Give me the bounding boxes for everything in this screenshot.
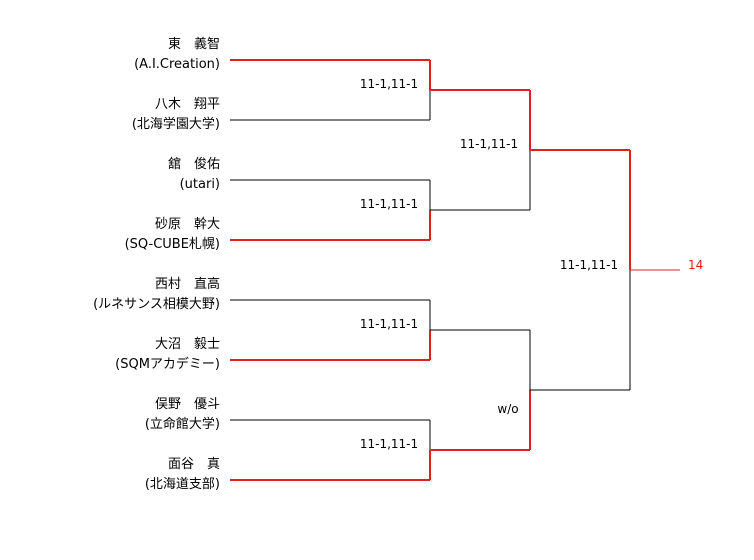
match-score: 11-1,11-1 [359, 317, 419, 331]
player-name: 砂原 幹大 [154, 217, 220, 232]
player-name: 俣野 優斗 [154, 397, 220, 412]
player-name: 舘 俊佑 [167, 157, 220, 172]
player-affiliation: (utari) [179, 177, 220, 192]
final-result-label: 14 [688, 258, 704, 272]
player-affiliation: (ルネサンス相模大野) [93, 297, 220, 312]
match-score: 11-1,11-1 [459, 137, 519, 151]
player-affiliation: (北海学園大学) [131, 117, 220, 132]
player-name: 東 義智 [167, 37, 220, 52]
player-affiliation: (SQ-CUBE札幌) [124, 237, 220, 252]
player-name: 面谷 真 [167, 457, 220, 472]
player-affiliation: (A.I.Creation) [134, 57, 220, 72]
match-score: w/o [497, 402, 519, 416]
match-score: 11-1,11-1 [359, 77, 419, 91]
player-name: 西村 直高 [154, 277, 220, 292]
player-affiliation: (SQMアカデミー) [115, 357, 220, 372]
match-score: 11-1,11-1 [359, 437, 419, 451]
player-affiliation: (北海道支部) [144, 477, 220, 492]
player-name: 大沼 毅士 [154, 337, 220, 352]
match-score: 11-1,11-1 [559, 258, 619, 272]
player-name: 八木 翔平 [154, 97, 220, 112]
player-affiliation: (立命館大学) [144, 417, 220, 432]
match-score: 11-1,11-1 [359, 197, 419, 211]
